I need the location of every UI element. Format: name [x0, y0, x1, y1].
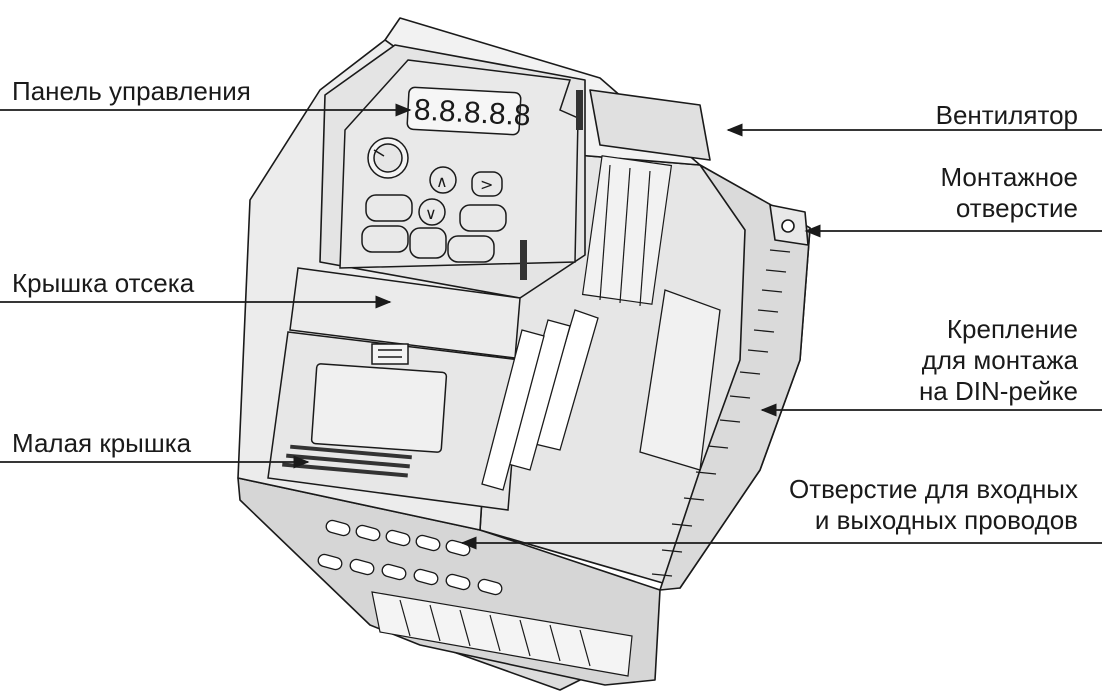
label-line: на DIN-рейке: [918, 376, 1078, 406]
label-line: Монтажное: [940, 162, 1078, 192]
label-fan: Вентилятор: [935, 100, 1078, 130]
panel-vent: [520, 90, 583, 280]
potentiometer-knob-icon: [367, 137, 409, 179]
wire-entry-holes: [317, 519, 503, 596]
heatsink-fins: [651, 249, 791, 577]
label-mounting-hole: Монтажное отверстие: [940, 162, 1078, 224]
bottom-vent-grille: [371, 591, 633, 677]
label-wire-hole: Отверстие для входных и выходных проводо…: [789, 474, 1078, 536]
display-digits: 8.8.8.8.8: [413, 93, 531, 132]
side-label-area: [639, 289, 721, 471]
key: [459, 204, 507, 232]
label-small-cover: Малая крышка: [12, 428, 192, 458]
side-vent-slots: [481, 309, 599, 491]
terminal-strip: [581, 155, 673, 307]
key-down: [418, 198, 446, 226]
label-din-rail-mount: Крепление для монтажа на DIN-рейке: [919, 314, 1078, 407]
label-line: для монтажа: [921, 345, 1078, 375]
key: [447, 235, 495, 263]
label-compartment-cover: Крышка отсека: [12, 268, 195, 298]
label-control-panel: Панель управления: [12, 76, 251, 106]
key: [409, 227, 447, 259]
label-line: отверстие: [955, 193, 1078, 223]
key-down-label: ∨: [425, 204, 437, 223]
key: [361, 225, 409, 253]
key-right-label: >: [480, 175, 493, 194]
cover-slots: [282, 444, 412, 478]
key-right: [471, 171, 503, 197]
key: [365, 194, 413, 222]
label-line: Отверстие для входных: [789, 474, 1078, 504]
small-cover: [267, 331, 521, 511]
key-up-label: ∧: [436, 172, 448, 191]
callout-lines: [0, 103, 1102, 550]
key-up: [429, 166, 457, 194]
label-line: и выходных проводов: [814, 505, 1078, 535]
label-line: Крепление: [946, 314, 1078, 344]
